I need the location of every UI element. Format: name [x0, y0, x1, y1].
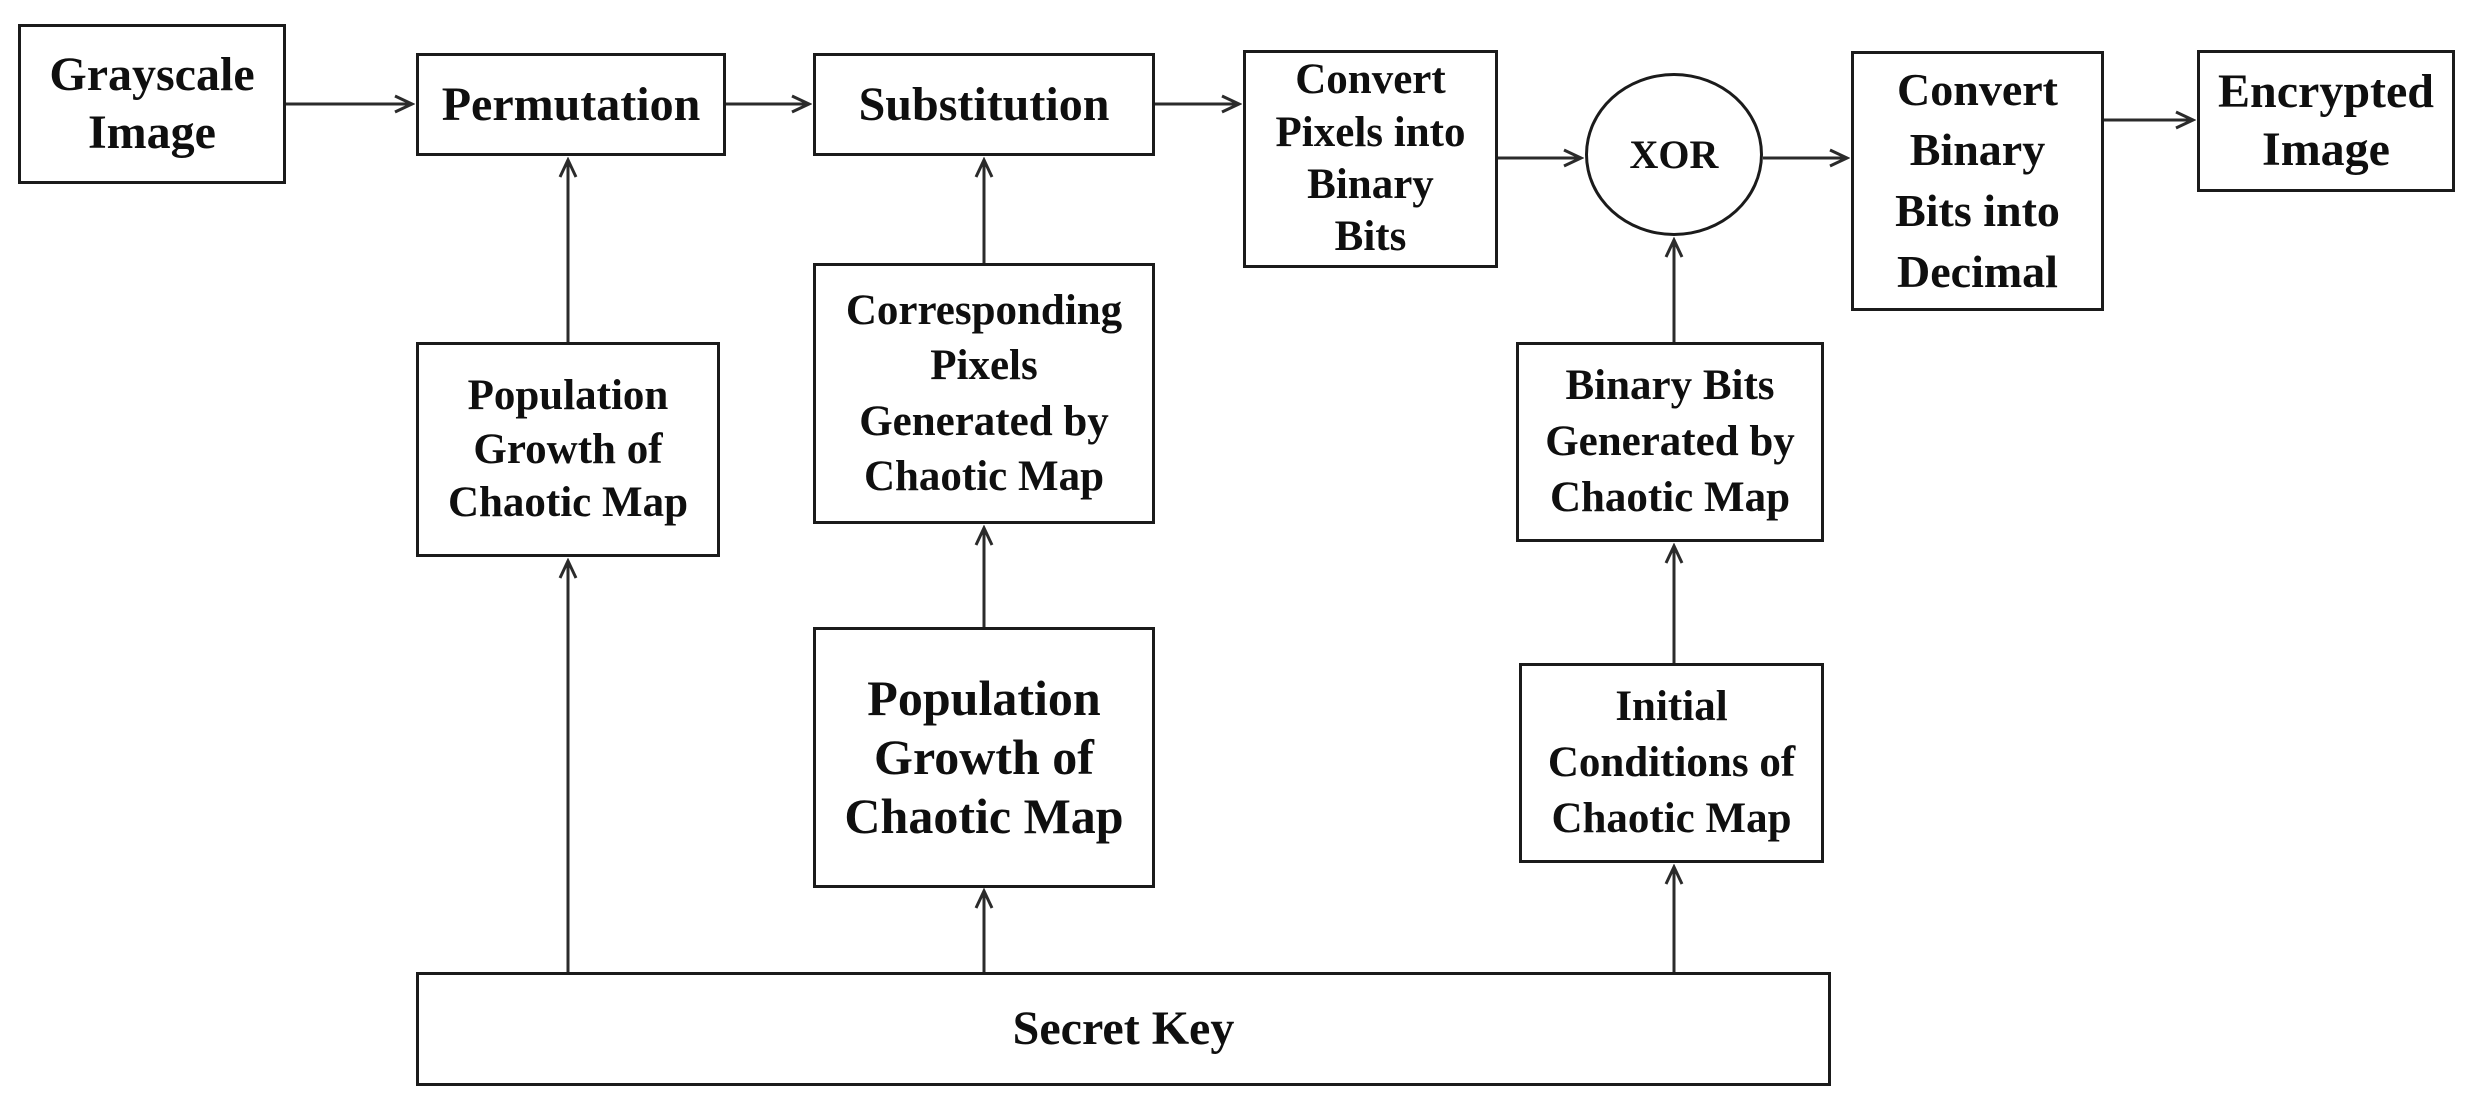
node-corresponding-pixels: Corresponding Pixels Generated by Chaoti…	[813, 263, 1155, 524]
node-encrypted-image: Encrypted Image	[2197, 50, 2455, 192]
node-secret-key: Secret Key	[416, 972, 1831, 1086]
node-population-growth-left: Population Growth of Chaotic Map	[416, 342, 720, 557]
node-initial-conditions: Initial Conditions of Chaotic Map	[1519, 663, 1824, 863]
node-permutation: Permutation	[416, 53, 726, 156]
node-substitution: Substitution	[813, 53, 1155, 156]
node-xor: XOR	[1585, 73, 1763, 236]
node-convert-pixels-into-binary-bits: Convert Pixels into Binary Bits	[1243, 50, 1498, 268]
node-convert-binary-bits-into-decimal: Convert Binary Bits into Decimal	[1851, 51, 2104, 311]
node-binary-bits-generated: Binary Bits Generated by Chaotic Map	[1516, 342, 1824, 542]
node-grayscale-image: Grayscale Image	[18, 24, 286, 184]
node-population-growth-center: Population Growth of Chaotic Map	[813, 627, 1155, 888]
